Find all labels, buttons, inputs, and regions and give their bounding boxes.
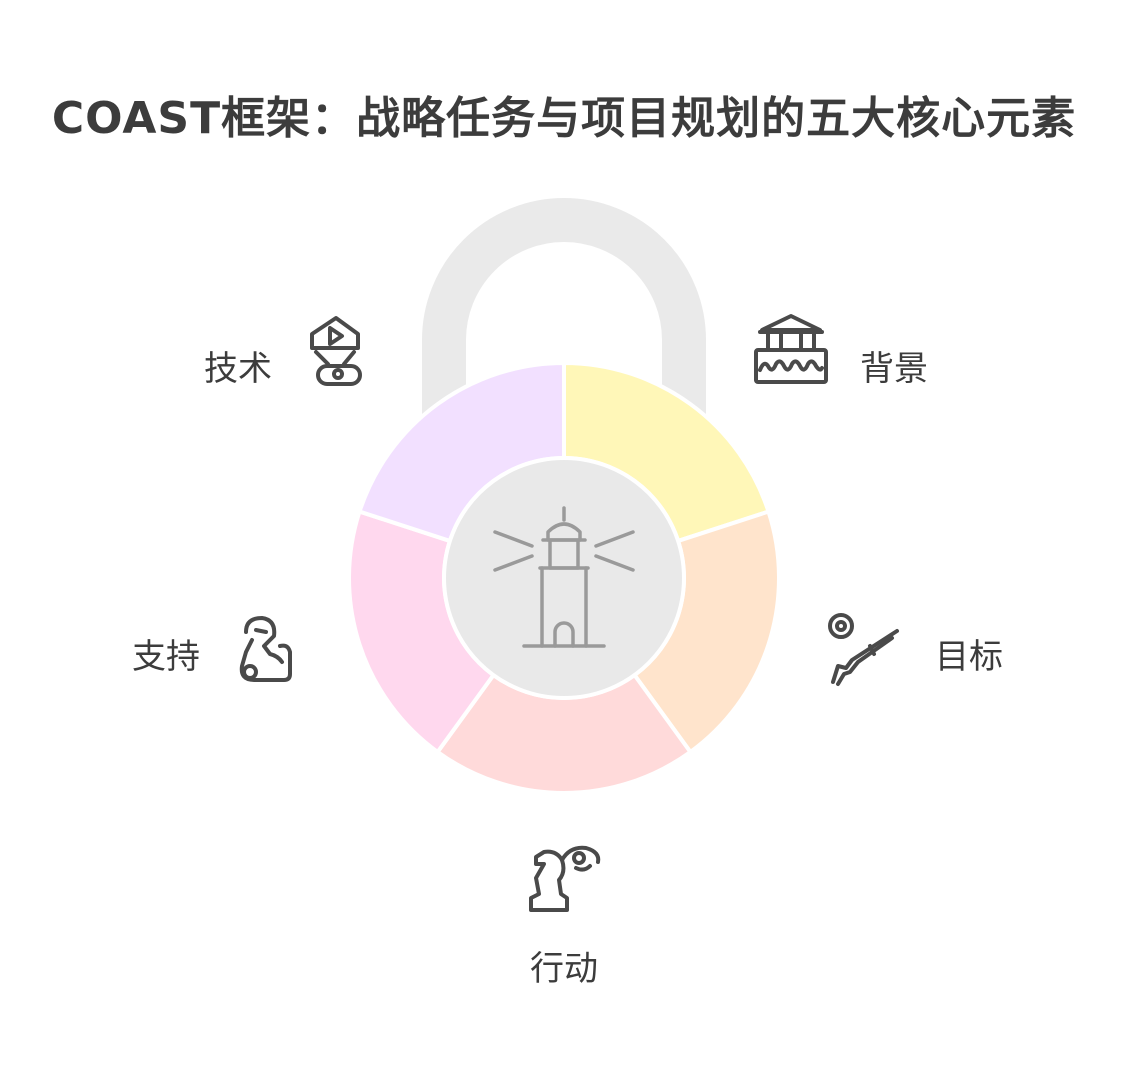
- segment-label-technology: 技术: [204, 349, 272, 389]
- support-hand-icon: [239, 616, 292, 682]
- segment-label-action: 行动: [530, 949, 598, 989]
- target-rifle-icon: [828, 613, 899, 686]
- lighthouse-icon: [493, 506, 635, 648]
- lock-shackle: [422, 198, 706, 420]
- segment-label-goal: 目标: [935, 637, 1003, 677]
- greek-temple-icon: [754, 314, 828, 384]
- tech-robot-icon: [310, 316, 362, 386]
- lock-hub: [442, 456, 686, 700]
- segment-label-support: 支持: [132, 637, 200, 677]
- diagram-title: COAST框架：战略任务与项目规划的五大核心元素: [51, 93, 1077, 144]
- chess-knight-icon: [529, 845, 601, 912]
- segment-label-background: 背景: [860, 349, 928, 389]
